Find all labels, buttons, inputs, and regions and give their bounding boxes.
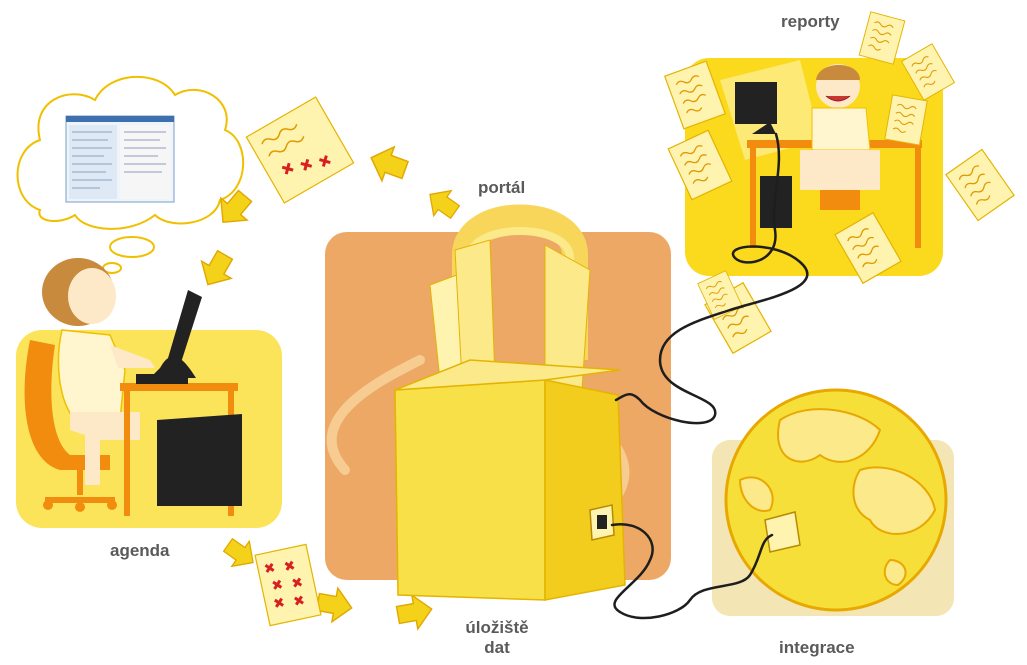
reporty-scene [665,12,1014,353]
label-uloziste-line1: úložiště [456,618,538,638]
agenda-scene [16,77,282,528]
shopping-bag-icon [325,218,671,601]
label-agenda: agenda [110,541,170,561]
document-icon [246,97,353,203]
label-uloziste-line2: dat [456,638,538,658]
label-reporty: reporty [781,12,840,32]
label-portal: portál [478,178,525,198]
document-icon [255,544,321,625]
label-integrace: integrace [779,638,855,658]
label-uloziste-dat: úložiště dat [456,618,538,658]
globe-icon [712,390,954,616]
thought-cloud [18,77,244,273]
